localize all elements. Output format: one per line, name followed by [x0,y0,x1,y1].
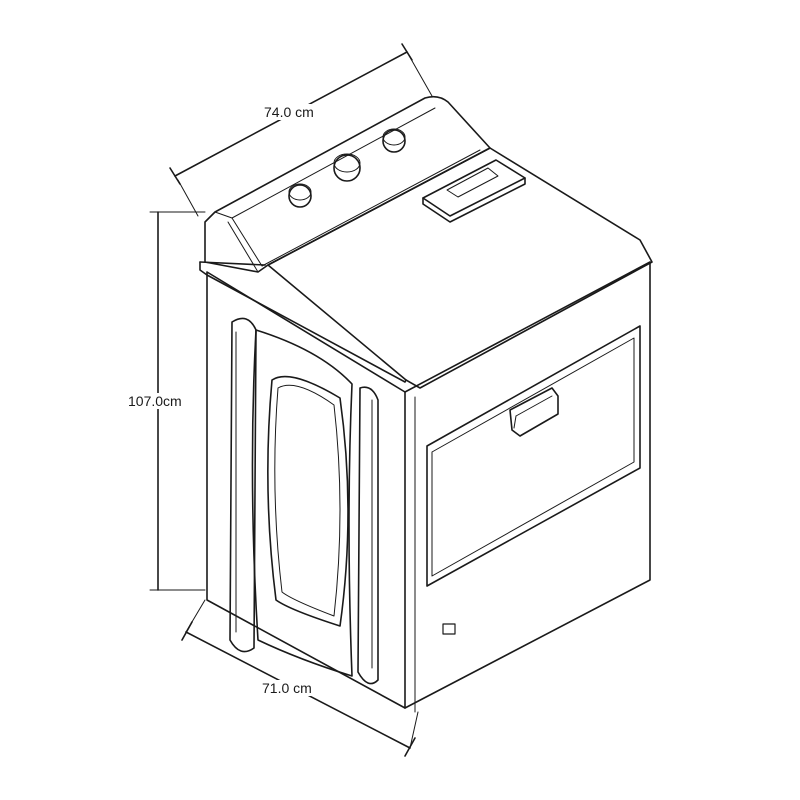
lint-filter [422,159,526,223]
cabinet [199,147,653,713]
knob-left-icon [288,183,312,208]
knob-center-icon [333,153,361,182]
control-panel [204,95,491,273]
knob-right-icon [382,128,406,153]
width-dimension-line [181,599,419,757]
door-handle-icon [509,387,559,437]
width-label: 71.0 cm [260,680,314,696]
depth-label: 74.0 cm [262,104,316,120]
side-door [426,325,641,587]
front-door-panel [229,317,379,685]
brand-logo-icon [442,623,456,635]
height-label: 107.0cm [126,393,184,409]
